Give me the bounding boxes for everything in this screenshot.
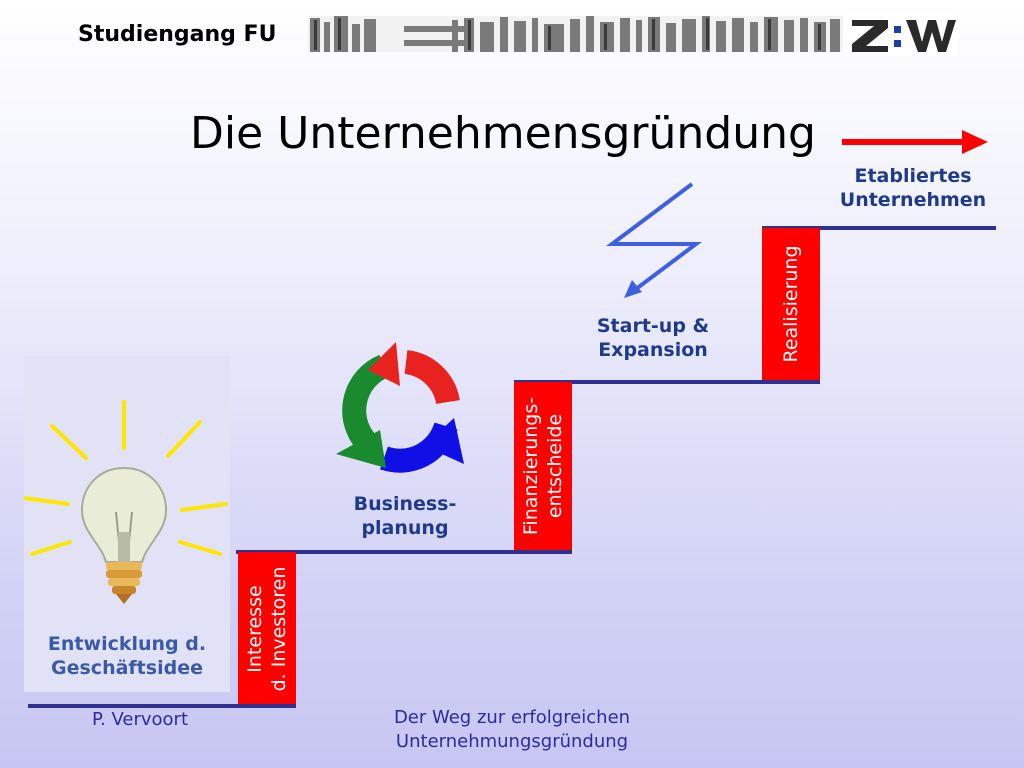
stage-label-established: Etabliertes Unternehmen <box>839 165 987 211</box>
box-investors-label: Interesse d. Investoren <box>244 566 290 692</box>
step-line-2 <box>236 550 572 554</box>
box-financing <box>514 382 572 550</box>
zw-logo <box>848 14 958 56</box>
arrow-right-icon <box>842 130 988 154</box>
box-financing-label: Finanzierungs- entscheide <box>520 396 566 536</box>
footer-subtitle: Der Weg zur erfolgreichen Unternehmungsg… <box>393 707 631 752</box>
box-realization <box>762 228 820 380</box>
stage-label-idea: Entwicklung d. Geschäftsidee <box>47 633 207 679</box>
box-realization-label: Realisierung <box>780 245 802 363</box>
cycle-arrows-icon <box>336 342 464 473</box>
lightning-arrow-icon <box>606 182 702 298</box>
stage-label-startup: Start-up & Expansion <box>596 315 710 361</box>
books-banner-image <box>308 16 843 52</box>
box-investors <box>238 552 296 704</box>
stage-label-business-planning: Business- planung <box>353 493 457 539</box>
header-title: Studiengang FU <box>78 22 277 47</box>
footer-author: P. Vervoort <box>91 709 189 730</box>
step-line-4 <box>762 226 996 230</box>
lightbulb-icon <box>24 400 228 604</box>
slide-title: Die Unternehmensgründung <box>190 108 816 159</box>
step-line-3 <box>514 380 820 384</box>
step-line-1 <box>28 704 296 708</box>
